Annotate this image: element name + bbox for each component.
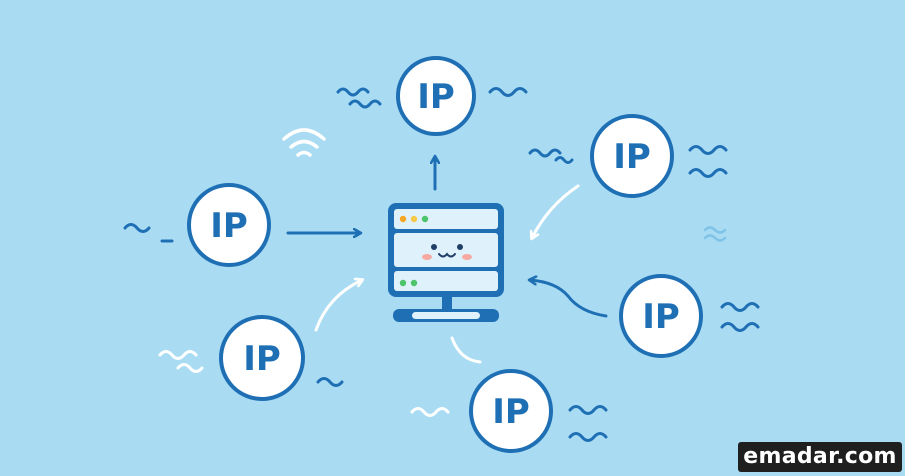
- connector-line: [450, 336, 482, 364]
- wave-icon: [158, 350, 204, 373]
- wave-icon: [703, 226, 727, 242]
- connector-arrow: [314, 280, 362, 332]
- svg-text:IP: IP: [492, 392, 530, 432]
- wave-icon: [488, 87, 528, 97]
- wave-icon: [568, 405, 608, 442]
- wifi-icon: [282, 128, 326, 157]
- wave-icon: [410, 407, 450, 417]
- wave-icon: [720, 302, 760, 332]
- server-icon: [388, 203, 504, 322]
- ip-node: IP: [396, 56, 476, 136]
- svg-text:IP: IP: [417, 77, 455, 117]
- ip-node: IP: [187, 183, 271, 267]
- ip-node: IP: [590, 114, 674, 198]
- wave-icon: [123, 223, 174, 243]
- ip-node: IP: [219, 315, 305, 401]
- svg-text:IP: IP: [243, 339, 281, 379]
- connector-arrow: [530, 280, 608, 318]
- wave-icon: [336, 87, 382, 109]
- wave-icon: [528, 148, 574, 164]
- watermark: emadar.com: [738, 442, 902, 472]
- wave-icon: [316, 377, 344, 387]
- ip-node: IP: [619, 274, 703, 358]
- svg-text:IP: IP: [613, 137, 651, 177]
- wave-icon: [688, 145, 728, 178]
- ip-node: IP: [469, 369, 553, 453]
- svg-text:IP: IP: [210, 206, 248, 246]
- connector-arrow: [532, 184, 580, 238]
- svg-text:IP: IP: [642, 297, 680, 337]
